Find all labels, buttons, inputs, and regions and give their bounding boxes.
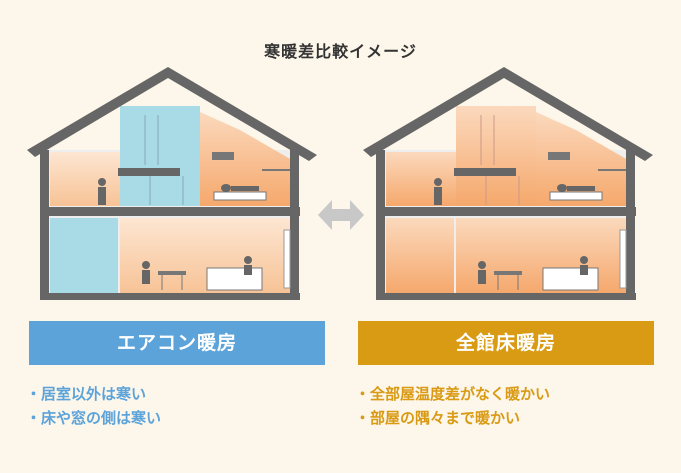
left-house <box>27 67 317 300</box>
left-stair-cold <box>120 106 200 206</box>
left-upstairs-living <box>50 152 122 206</box>
list-item: 床や窓の側は寒い <box>26 406 161 430</box>
right-downstairs-left <box>386 218 454 293</box>
page-title: 寒暖差比較イメージ <box>264 42 417 61</box>
aircon-points-list: 居室以外は寒い 床や窓の側は寒い <box>26 382 161 430</box>
list-item: 全部屋温度差がなく暖かい <box>355 382 550 406</box>
aircon-heating-label: エアコン暖房 <box>29 321 325 365</box>
right-house <box>363 67 653 300</box>
whole-house-floor-heating-label: 全館床暖房 <box>358 321 654 365</box>
left-bedroom-warm <box>200 112 292 206</box>
double-arrow-icon <box>318 200 364 230</box>
floor-heating-points-list: 全部屋温度差がなく暖かい 部屋の隅々まで暖かい <box>355 382 550 430</box>
right-stair-warm <box>456 106 536 206</box>
right-bedroom-warm <box>536 112 628 206</box>
right-upstairs-left <box>386 152 458 206</box>
left-downstairs-cold <box>50 218 118 293</box>
list-item: 部屋の隅々まで暖かい <box>355 406 550 430</box>
list-item: 居室以外は寒い <box>26 382 161 406</box>
